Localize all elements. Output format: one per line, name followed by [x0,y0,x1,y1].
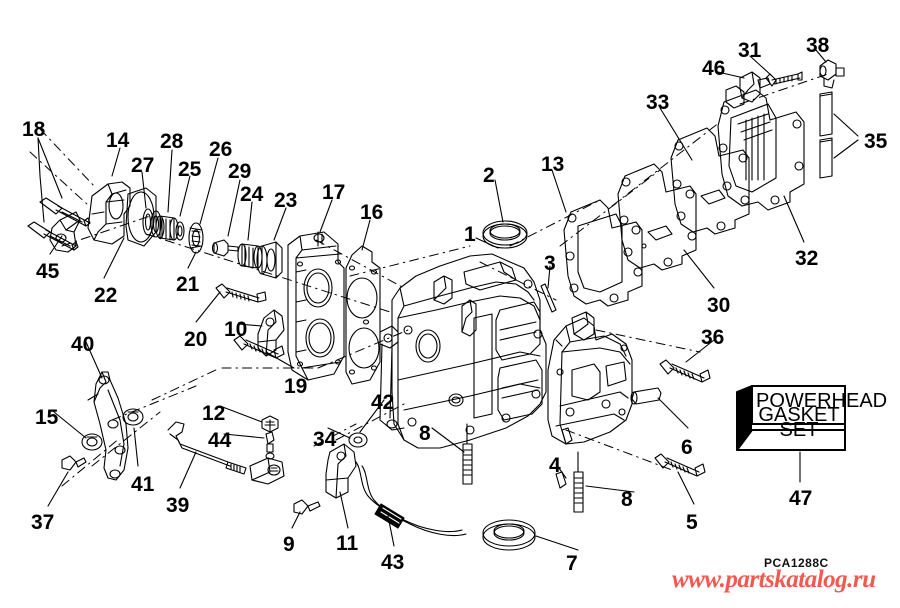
callout-17: 17 [322,181,346,204]
part-17-cylinder-head [287,231,345,381]
part-16-head-gasket [345,245,381,385]
part-4-dowel-right [561,427,573,445]
callout-21: 21 [176,273,200,296]
callout-41: 41 [131,473,155,496]
callout-15: 15 [35,406,59,429]
callout-38: 38 [806,34,830,57]
part-20-bolt [215,283,267,303]
callout-28: 28 [160,130,184,153]
callout-34: 34 [313,428,337,451]
callout-24: 24 [240,183,264,206]
part-31-bolt [765,71,803,87]
part-33-gasket [670,127,750,235]
part-4-dowel-left [555,471,567,489]
site-watermark: www.partskatalog.ru [672,566,876,593]
callout-20: 20 [184,328,208,351]
callout-2: 2 [483,164,495,187]
part-44-link-fastener [265,419,275,460]
part-15-bushing [81,433,103,451]
callout-37: 37 [31,511,55,534]
diagram-part-code: PCA1288C [764,556,829,570]
callout-5: 5 [686,511,698,534]
callout-25: 25 [178,158,202,181]
gasket-box-line-2: GASKET [758,404,840,426]
callout-26: 26 [209,138,233,161]
callout-32: 32 [795,247,819,270]
callout-36: 36 [701,326,725,349]
part-link-block [249,457,285,485]
callout-43: 43 [381,551,405,574]
callout-12: 12 [202,402,226,425]
callout-29: 29 [228,160,252,183]
callout-33: 33 [646,91,670,114]
part-exhaust-housing [547,311,633,445]
part-10-clamp [257,309,285,357]
part-39-link-rod [167,421,247,475]
part-30-plate [617,163,697,271]
callout-40: 40 [71,333,95,356]
callout-11: 11 [336,532,359,555]
callout-1: 1 [464,223,476,246]
part-19-bolt [233,335,285,359]
part-14-armature-plate [87,181,131,245]
part-37-screw [61,455,87,471]
callout-9: 9 [283,533,295,556]
callout-23: 23 [274,189,298,212]
callout-27: 27 [131,154,155,177]
callout-44: 44 [208,429,232,452]
part-32-exhaust-cover [717,85,805,211]
callout-4: 4 [549,454,561,477]
callout-10: 10 [224,318,248,341]
part-38-elbow [819,59,845,89]
callout-13: 13 [541,153,565,176]
part-2-oil-seal [482,220,528,249]
part-29-pin [211,239,239,257]
callout-18: 18 [22,118,46,141]
part-9-screw [293,499,321,515]
part-40-throttle-lever [87,371,129,481]
part-13-gasket [563,199,643,307]
part-36-bolt [659,359,711,383]
callout-46: 46 [702,57,726,80]
callout-6: 6 [681,436,693,459]
part-1-cylinder-block [391,253,547,449]
callout-47: 47 [789,487,813,510]
callout-16: 16 [360,201,384,224]
callout-22: 22 [94,284,118,307]
callout-3: 3 [544,252,556,275]
leader-lines [37,49,859,551]
part-23-end-cap [256,241,283,279]
callout-39: 39 [166,494,190,517]
part-41-bushing [122,408,144,426]
callout-35: 35 [864,130,888,153]
part-5-bolt [654,453,706,477]
callout-8b: 8 [621,488,633,511]
part-8-stud-right [573,451,584,513]
part-47-gasket-box [736,385,846,451]
callout-45: 45 [36,260,60,283]
gasket-box-line-3: SET [779,419,819,441]
callout-8: 8 [419,422,431,445]
callout-14: 14 [106,129,130,152]
part-35-sleeves [819,91,833,179]
part-11-connector [325,443,357,499]
part-43-hose [355,461,467,537]
part-8-stud-left [462,423,473,485]
part-25-washer [175,221,185,241]
callout-19: 19 [284,375,308,398]
part-3-dowel-pin [540,283,557,313]
part-34-washer [348,432,368,448]
part-26-gear [188,222,204,254]
callout-42: 42 [371,391,395,414]
callout-7: 7 [566,552,578,575]
assembly-centerline [29,73,829,487]
gasket-box-line-1: POWERHEAD [756,390,888,412]
callout-30: 30 [707,294,731,317]
part-42-bracket [379,325,405,431]
callout-31: 31 [738,39,762,62]
part-7-seal-washer [482,519,536,551]
